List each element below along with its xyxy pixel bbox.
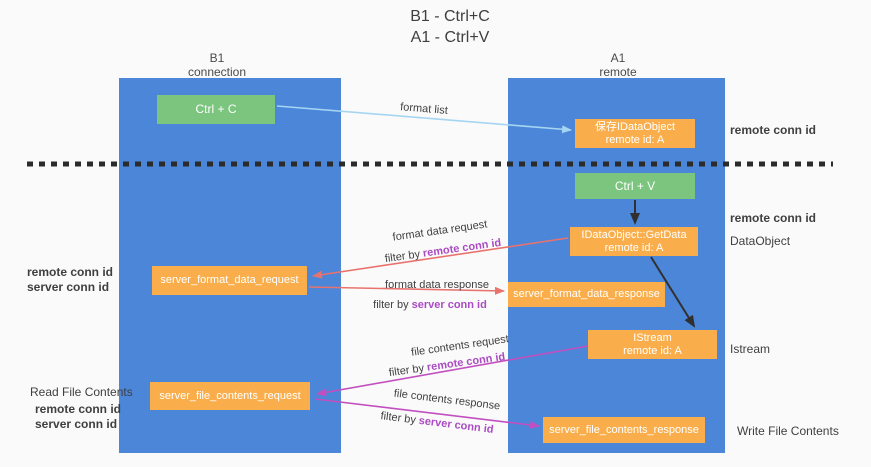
diagram-title: B1 - Ctrl+C A1 - Ctrl+V — [410, 6, 490, 48]
ctrl-v-label: Ctrl + V — [614, 178, 656, 193]
left-column-name: B1 — [209, 51, 225, 65]
filter-by-text: filter by — [384, 248, 421, 266]
file-request-filter-label: filter byremote conn id — [388, 351, 506, 379]
left-file-server-conn-id-label: server conn id — [35, 417, 118, 431]
right-column-role: remote — [599, 65, 637, 79]
left-column-header: B1 connection — [188, 51, 246, 79]
server-file-contents-request-node: server_file_contents_request — [150, 382, 310, 410]
server-conn-id-text: server conn id — [418, 414, 495, 436]
server-format-data-response-node: server_format_data_response — [508, 282, 665, 307]
title-line-2: A1 - Ctrl+V — [410, 29, 490, 46]
istream-side-label: Istream — [730, 342, 771, 356]
title-line-1: B1 - Ctrl+C — [410, 8, 490, 25]
server-format-data-request-label: server_format_data_request — [160, 274, 299, 286]
right-column-name: A1 — [610, 51, 626, 65]
istream-node: IStream remote id: A — [588, 330, 717, 359]
left-format-remote-conn-id-label: remote conn id — [27, 265, 114, 279]
filter-by-text: filter by — [379, 410, 417, 427]
write-file-contents-label: Write File Contents — [737, 424, 839, 438]
save-idataobject-line2: remote id: A — [605, 133, 665, 146]
right-top-remote-conn-id-label: remote conn id — [730, 123, 817, 137]
file-contents-response-label: file contents response — [393, 387, 501, 413]
read-file-contents-label: Read File Contents — [30, 385, 133, 399]
left-format-server-conn-id-label: server conn id — [27, 280, 110, 294]
idataobject-getdata-node: IDataObject::GetData remote id: A — [570, 227, 698, 256]
idataobject-getdata-line1: IDataObject::GetData — [581, 228, 687, 241]
remote-conn-id-text: remote conn id — [422, 236, 502, 260]
idataobject-getdata-line2: remote id: A — [604, 241, 664, 254]
server-conn-id-text: server conn id — [411, 299, 487, 311]
server-format-data-request-node: server_format_data_request — [152, 266, 307, 295]
istream-line1: IStream — [633, 331, 672, 344]
server-file-contents-request-label: server_file_contents_request — [159, 389, 301, 402]
format-data-response-label: format data response — [385, 279, 489, 291]
save-idataobject-node: 保存IDataObject remote id: A — [575, 119, 695, 148]
ctrl-v-node: Ctrl + V — [575, 173, 695, 199]
left-column-role: connection — [187, 65, 247, 79]
filter-by-text: filter by — [388, 362, 425, 380]
save-idataobject-line1: 保存IDataObject — [594, 120, 676, 133]
server-format-data-response-label: server_format_data_response — [513, 288, 660, 300]
dataobject-label: DataObject — [730, 234, 791, 248]
format-list-label: format list — [399, 101, 449, 117]
server-file-contents-response-node: server_file_contents_response — [543, 417, 705, 443]
filter-by-text: filter by — [373, 299, 409, 311]
istream-line2: remote id: A — [623, 344, 682, 357]
left-file-remote-conn-id-label: remote conn id — [35, 402, 122, 416]
ctrl-c-label: Ctrl + C — [195, 102, 237, 116]
right-mid-remote-conn-id-label: remote conn id — [730, 211, 817, 225]
server-file-contents-response-label: server_file_contents_response — [549, 423, 699, 436]
right-column-header: A1 remote — [599, 51, 636, 79]
ctrl-c-node: Ctrl + C — [157, 95, 275, 124]
